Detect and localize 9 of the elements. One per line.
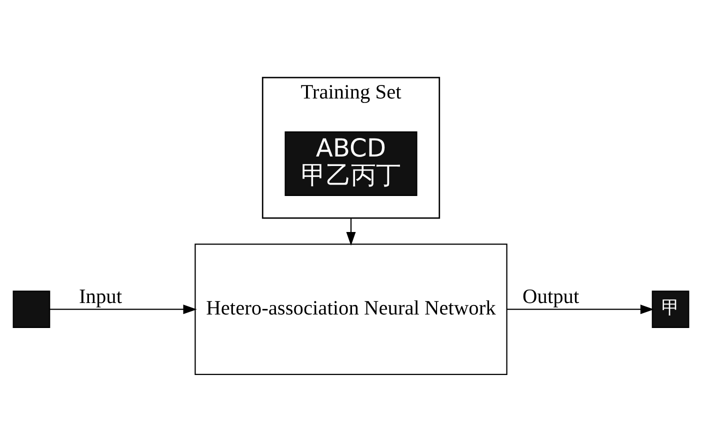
node-box: Hetero-association Neural Network xyxy=(194,243,508,375)
edge-label: Input xyxy=(78,285,122,308)
arrow xyxy=(507,304,654,314)
node-box: 甲 xyxy=(652,290,690,328)
node-box: ABCD 甲乙丙丁 xyxy=(284,130,418,196)
edge-label: Output xyxy=(522,285,580,308)
arrow xyxy=(50,304,197,314)
arrow xyxy=(346,218,356,246)
node-box xyxy=(12,290,50,328)
